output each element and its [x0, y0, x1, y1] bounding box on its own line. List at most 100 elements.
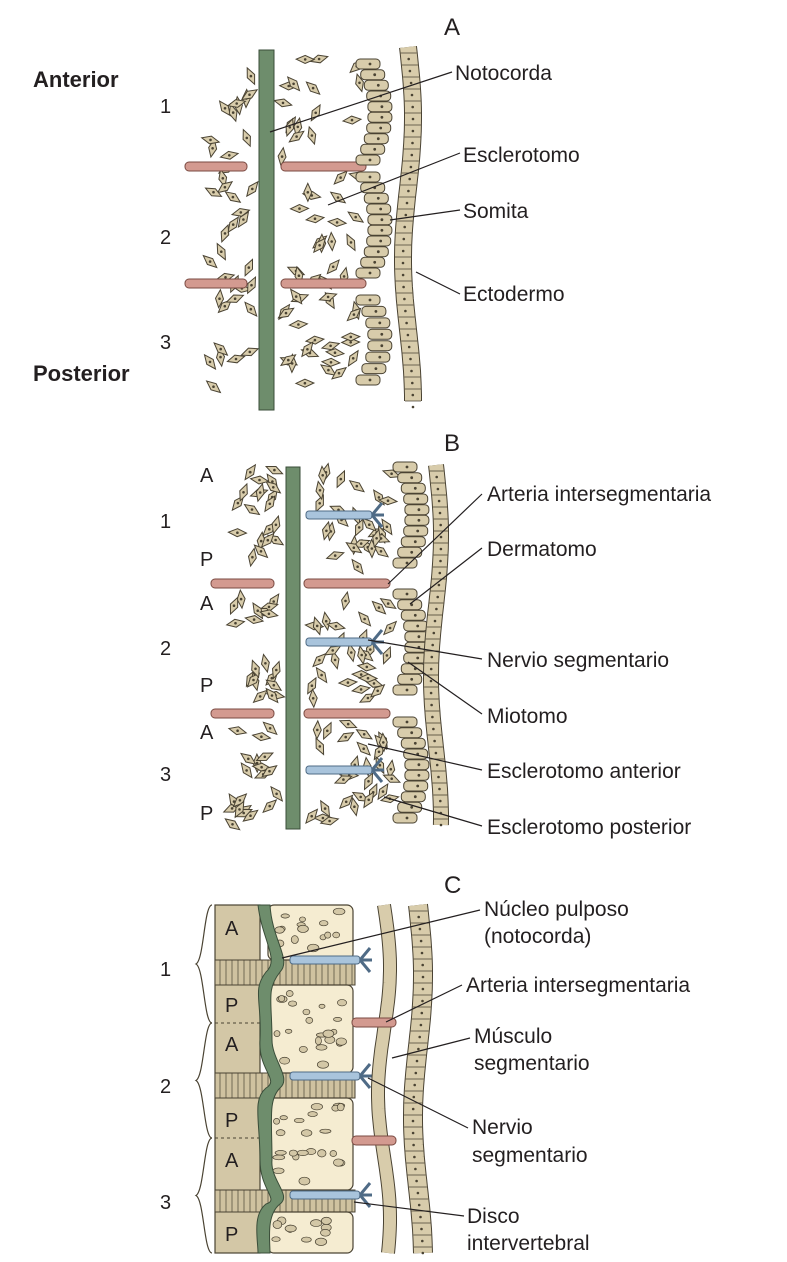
- cell-nucleus: [224, 276, 227, 279]
- panel-c-segment-1: 1: [160, 959, 171, 981]
- trabecular-bone: [285, 990, 294, 997]
- dermomyotome-cell: [404, 759, 430, 771]
- cell-nucleus: [410, 805, 414, 809]
- segmental-nerve: [305, 637, 373, 647]
- trabecular-bone: [274, 926, 285, 934]
- label-dermatomo: Dermatomo: [487, 538, 597, 561]
- cell-nucleus: [420, 1011, 424, 1015]
- cell-nucleus: [413, 540, 417, 544]
- cell-nucleus: [410, 677, 414, 681]
- cell-nucleus: [235, 102, 238, 105]
- cell-nucleus: [413, 613, 417, 617]
- cell-nucleus: [324, 619, 328, 623]
- cell-nucleus: [249, 74, 253, 78]
- cell-nucleus: [352, 313, 356, 316]
- dermomyotome-cell: [397, 727, 423, 739]
- cell-nucleus: [346, 681, 350, 684]
- somite-cell: [363, 192, 389, 204]
- cell-nucleus: [378, 321, 382, 325]
- somite-cell: [366, 235, 392, 247]
- cell-nucleus: [219, 355, 222, 359]
- somite-cell: [366, 122, 392, 134]
- cell-nucleus: [245, 769, 248, 772]
- dermomyotome-cell: [404, 769, 430, 781]
- nerve-branches: [370, 757, 384, 783]
- segmental-nerve: [289, 955, 361, 965]
- cell-nucleus: [411, 117, 415, 121]
- trabecular-bone: [293, 1117, 305, 1124]
- somite-cell: [360, 69, 386, 81]
- dermomyotome-cell: [400, 536, 426, 548]
- trabecular-bone: [307, 1111, 318, 1117]
- cell-nucleus: [417, 508, 421, 512]
- dermomyotome-cell: [403, 620, 429, 632]
- somite-cell: [363, 246, 389, 258]
- cell-nucleus: [413, 1083, 417, 1087]
- cell-nucleus: [242, 811, 245, 815]
- trabecular-bone: [273, 1030, 281, 1037]
- cell-nucleus: [359, 795, 363, 799]
- dermomyotome-cell: [404, 514, 430, 526]
- trabecular-bone: [298, 1045, 308, 1053]
- somite-cell: [361, 305, 387, 317]
- label-ectodermo: Ectodermo: [463, 283, 565, 306]
- segmental-nerve: [289, 1190, 361, 1200]
- cell-nucleus: [405, 201, 409, 205]
- cell-nucleus: [405, 720, 409, 724]
- leader-line: [367, 1077, 469, 1129]
- cell-nucleus: [351, 357, 355, 360]
- segment-bracket: [194, 1022, 213, 1139]
- trabecular-bone: [305, 1017, 314, 1024]
- cell-nucleus: [410, 550, 414, 554]
- panel-a-letter: A: [444, 14, 460, 41]
- cell-nucleus: [439, 559, 442, 563]
- cell-nucleus: [287, 358, 290, 362]
- cell-nucleus: [417, 1203, 421, 1207]
- cell-nucleus: [255, 761, 259, 765]
- label-esclerotomo-anterior: Esclerotomo anterior: [487, 760, 681, 783]
- cell-nucleus: [358, 81, 361, 85]
- cell-nucleus: [421, 987, 425, 991]
- cell-nucleus: [252, 618, 256, 621]
- cell-nucleus: [360, 653, 364, 657]
- cell-nucleus: [411, 105, 415, 109]
- panel-b-half-a2: A: [200, 593, 214, 615]
- dermomyotome-cell: [397, 599, 423, 611]
- cell-nucleus: [274, 538, 277, 542]
- cell-nucleus: [416, 1191, 420, 1195]
- cell-nucleus: [414, 1071, 418, 1075]
- cell-nucleus: [219, 347, 222, 351]
- dermomyotome-cell: [392, 716, 418, 728]
- somite-cell: [360, 256, 386, 268]
- cell-nucleus: [334, 624, 338, 628]
- nerve-branches: [358, 1063, 372, 1089]
- cell-nucleus: [275, 792, 278, 796]
- trabecular-bone: [310, 1103, 323, 1111]
- trabecular-bone: [272, 1167, 285, 1175]
- cell-nucleus: [245, 136, 249, 140]
- cell-nucleus: [339, 176, 342, 179]
- dermomyotome-cell: [403, 525, 429, 537]
- cell-nucleus: [416, 624, 420, 628]
- cell-nucleus: [410, 603, 414, 607]
- label-notocorda: Notocorda: [455, 62, 552, 85]
- cell-nucleus: [382, 741, 385, 744]
- cell-nucleus: [297, 323, 300, 326]
- trabecular-bone: [329, 1150, 337, 1157]
- cell-nucleus: [415, 1179, 418, 1183]
- cell-nucleus: [273, 468, 276, 472]
- cell-nucleus: [429, 691, 433, 695]
- cell-nucleus: [329, 361, 333, 364]
- trabecular-bone: [272, 1154, 286, 1161]
- cell-nucleus: [380, 218, 384, 222]
- trabecular-bone: [324, 931, 332, 939]
- cell-nucleus: [294, 295, 298, 298]
- cell-nucleus: [434, 751, 438, 755]
- cell-nucleus: [380, 344, 384, 348]
- cell-nucleus: [439, 823, 443, 827]
- cell-nucleus: [372, 682, 376, 685]
- leader-line: [391, 1037, 471, 1059]
- cell-nucleus: [376, 250, 380, 254]
- cell-nucleus: [439, 523, 443, 527]
- panel-b-segment-3: 3: [160, 764, 171, 786]
